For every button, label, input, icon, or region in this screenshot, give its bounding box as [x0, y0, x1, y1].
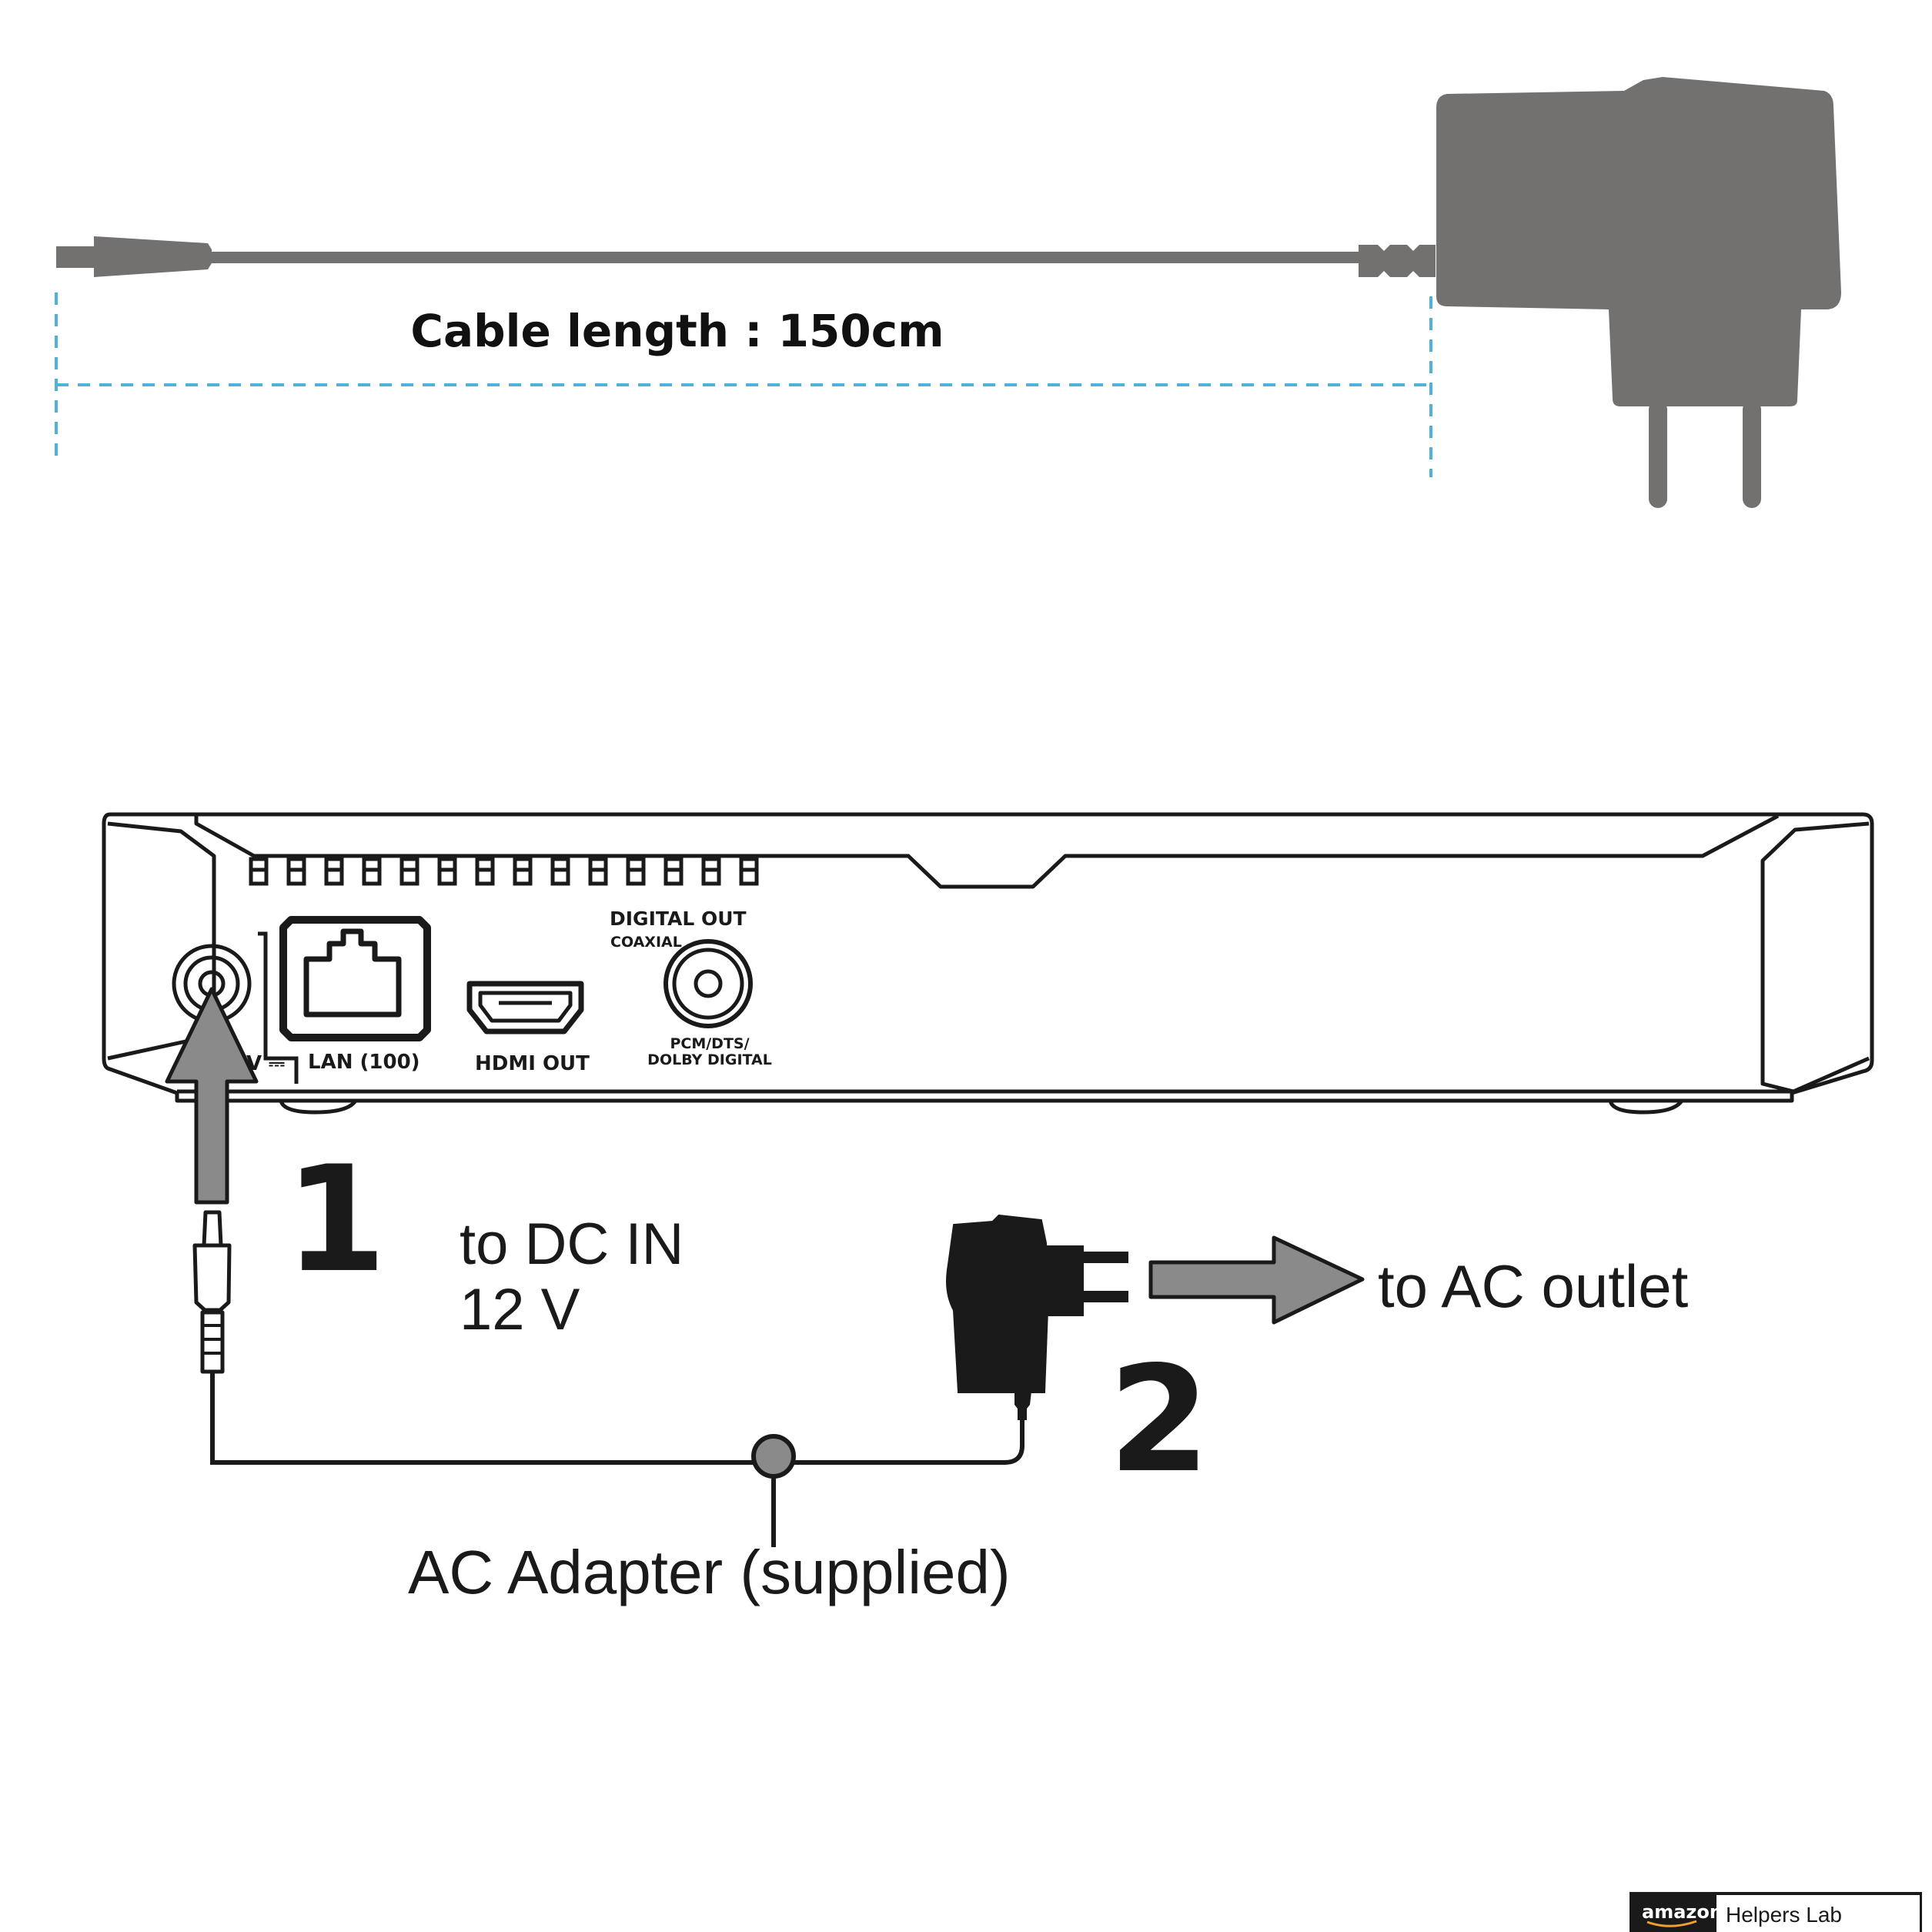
callout-dot — [751, 1434, 796, 1479]
dolby-digital-label: DOLBY DIGITAL — [647, 1051, 772, 1068]
device-rear-panel — [102, 812, 1874, 1115]
device-right-cap — [1760, 821, 1870, 1094]
step1-arrow — [165, 987, 259, 1205]
amazon-smile — [1646, 1920, 1697, 1927]
hdmi-out-label: HDMI OUT — [475, 1052, 590, 1075]
small-adapter — [946, 1214, 1128, 1420]
coaxial-label: COAXIAL — [610, 934, 682, 951]
ac-adapter-label: AC Adapter (supplied) — [408, 1538, 1011, 1606]
adapter-cable — [210, 1372, 1024, 1465]
adapter-with-cable — [56, 77, 1841, 508]
dc-plug-connector — [192, 1210, 232, 1374]
step1-text-line2: 12 V — [460, 1277, 580, 1342]
lan-port — [279, 916, 431, 1041]
lan-label: LAN (100) — [308, 1051, 420, 1074]
device-top-lip — [194, 814, 1780, 889]
adapter-body — [1436, 77, 1841, 406]
step2-arrow — [1148, 1235, 1365, 1325]
coaxial-port — [663, 939, 753, 1028]
step2-number: 2 — [1108, 1335, 1210, 1505]
adapter-prong-left — [1649, 400, 1667, 508]
device-foot-right — [1608, 1099, 1684, 1115]
step1-text-line1: to DC IN — [460, 1212, 684, 1277]
adapter-prong-right — [1743, 400, 1761, 508]
device-left-cap — [107, 821, 216, 1061]
vent-slots — [249, 857, 759, 886]
step2-text: to AC outlet — [1378, 1252, 1689, 1320]
digital-out-label: DIGITAL OUT — [610, 908, 747, 930]
dc-plug-ribs — [202, 1324, 222, 1355]
helpers-lab-badge: amazon Helpers Lab — [1629, 1892, 1922, 1932]
step1-number: 1 — [285, 1135, 386, 1305]
cable-length-label: Cable length : 150cm — [410, 305, 944, 357]
badge-name: Helpers Lab — [1726, 1903, 1842, 1927]
amazon-logo-text: amazon — [1642, 1901, 1723, 1923]
pcm-dts-label: PCM/DTS/ — [670, 1035, 749, 1052]
strain-relief — [1359, 245, 1436, 277]
device-body — [102, 812, 1874, 1103]
cable-line — [208, 252, 1362, 263]
cable-dimension — [55, 292, 1432, 477]
dc-plug-tip — [56, 236, 212, 277]
hdmi-port — [466, 981, 584, 1035]
device-foot-left — [279, 1099, 358, 1115]
